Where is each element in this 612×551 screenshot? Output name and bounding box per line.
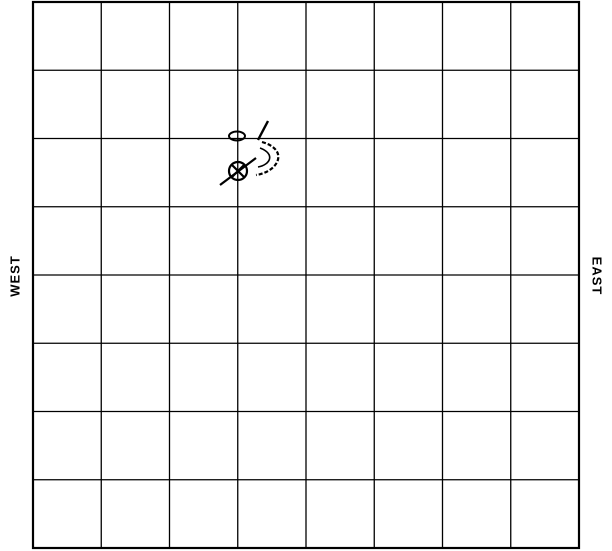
grid-lines <box>33 2 579 548</box>
